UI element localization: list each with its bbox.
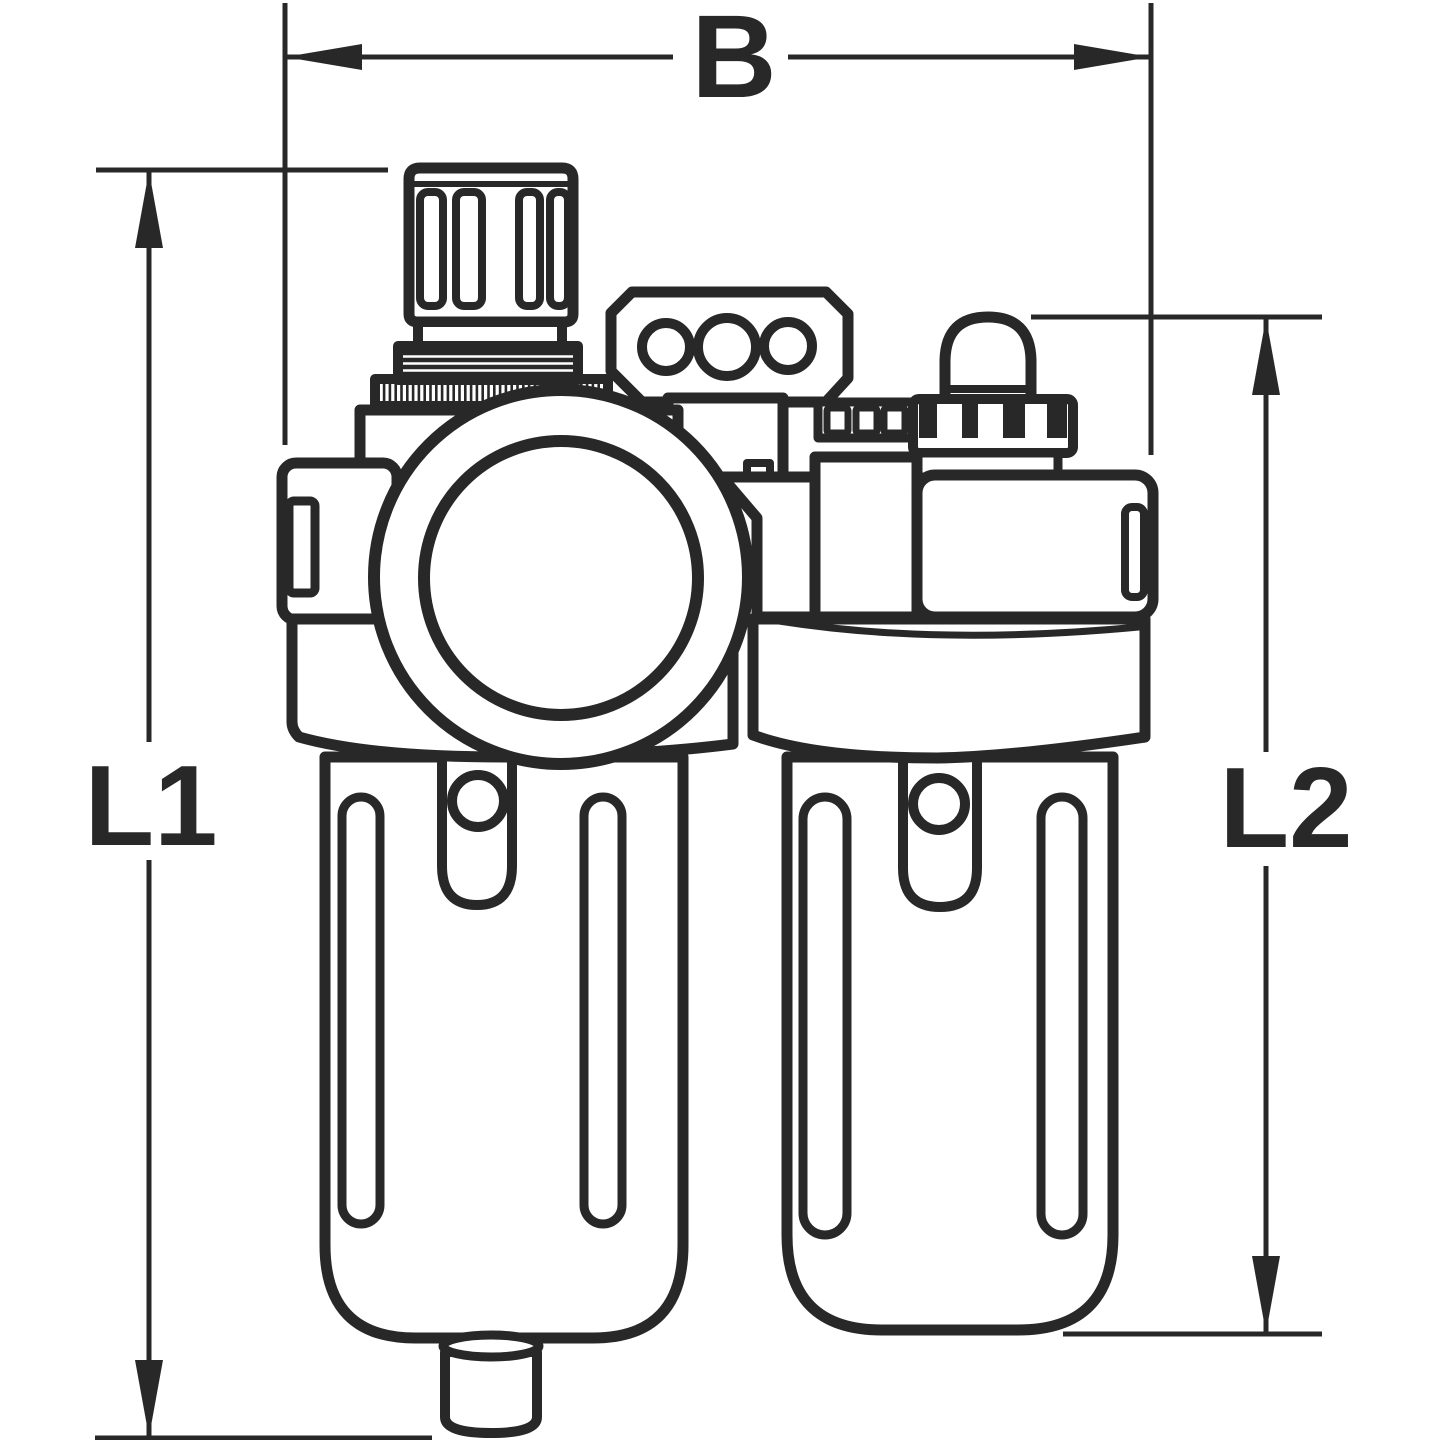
pressure-gauge-face bbox=[418, 435, 704, 721]
bowl-sight-slot bbox=[579, 792, 627, 1229]
arrowhead-b-right bbox=[1074, 44, 1151, 70]
knob-rib bbox=[515, 188, 544, 310]
knurl-bar bbox=[962, 404, 978, 438]
filter-regulator-unit bbox=[276, 162, 754, 1438]
knurl-bar bbox=[1003, 404, 1025, 438]
bowl-sight-slot bbox=[337, 792, 385, 1229]
arrowhead-l1-top bbox=[135, 171, 163, 248]
connector-notch bbox=[743, 459, 774, 481]
knurl-bar bbox=[919, 404, 937, 438]
mounting-manifold bbox=[605, 286, 854, 408]
manifold-port-hole bbox=[637, 318, 695, 376]
ring-slot bbox=[880, 404, 909, 437]
ring-slot bbox=[823, 404, 852, 437]
collar-shadow-line bbox=[775, 617, 1143, 639]
dimension-label-b: B bbox=[691, 0, 776, 123]
manifold-port-hole bbox=[759, 317, 817, 375]
inlet-port-slot bbox=[284, 496, 320, 598]
lubricator-head-slot bbox=[1121, 503, 1148, 601]
lubricator-head bbox=[911, 469, 1159, 623]
lubricator-dome bbox=[939, 311, 1037, 408]
knob-rib bbox=[452, 188, 486, 310]
manifold-port-hole bbox=[693, 313, 761, 381]
lubricator-bowl bbox=[781, 751, 1119, 1336]
bowl-pin bbox=[908, 773, 970, 835]
arrowhead-b-left bbox=[285, 44, 362, 70]
knob-rib bbox=[546, 188, 572, 310]
bowl-sight-slot bbox=[798, 792, 852, 1240]
arrowhead-l2-bottom bbox=[1252, 1256, 1280, 1333]
arrowhead-l2-top bbox=[1252, 318, 1280, 395]
knurl-bar bbox=[1047, 404, 1067, 438]
lubricator-head-left-block bbox=[809, 451, 923, 623]
knurled-ring-bars bbox=[919, 404, 1067, 438]
dimension-label-l1: L1 bbox=[84, 743, 217, 870]
thread-lines bbox=[397, 350, 579, 377]
dimension-annotations: B L1 L2 bbox=[84, 0, 1353, 1437]
arrowhead-l1-bottom bbox=[135, 1360, 163, 1437]
drawing-parts bbox=[276, 162, 1159, 1438]
knob-rib bbox=[416, 188, 447, 310]
drain-valve bbox=[440, 1347, 542, 1438]
drain-valve-lip bbox=[438, 1330, 544, 1362]
ring-slot bbox=[852, 404, 881, 437]
lubricator-unit bbox=[747, 311, 1159, 1336]
bowl-pin bbox=[447, 770, 509, 832]
lubricator-collar bbox=[747, 613, 1151, 764]
dimension-label-l2: L2 bbox=[1219, 745, 1352, 872]
bowl-sight-slot bbox=[1036, 792, 1088, 1240]
